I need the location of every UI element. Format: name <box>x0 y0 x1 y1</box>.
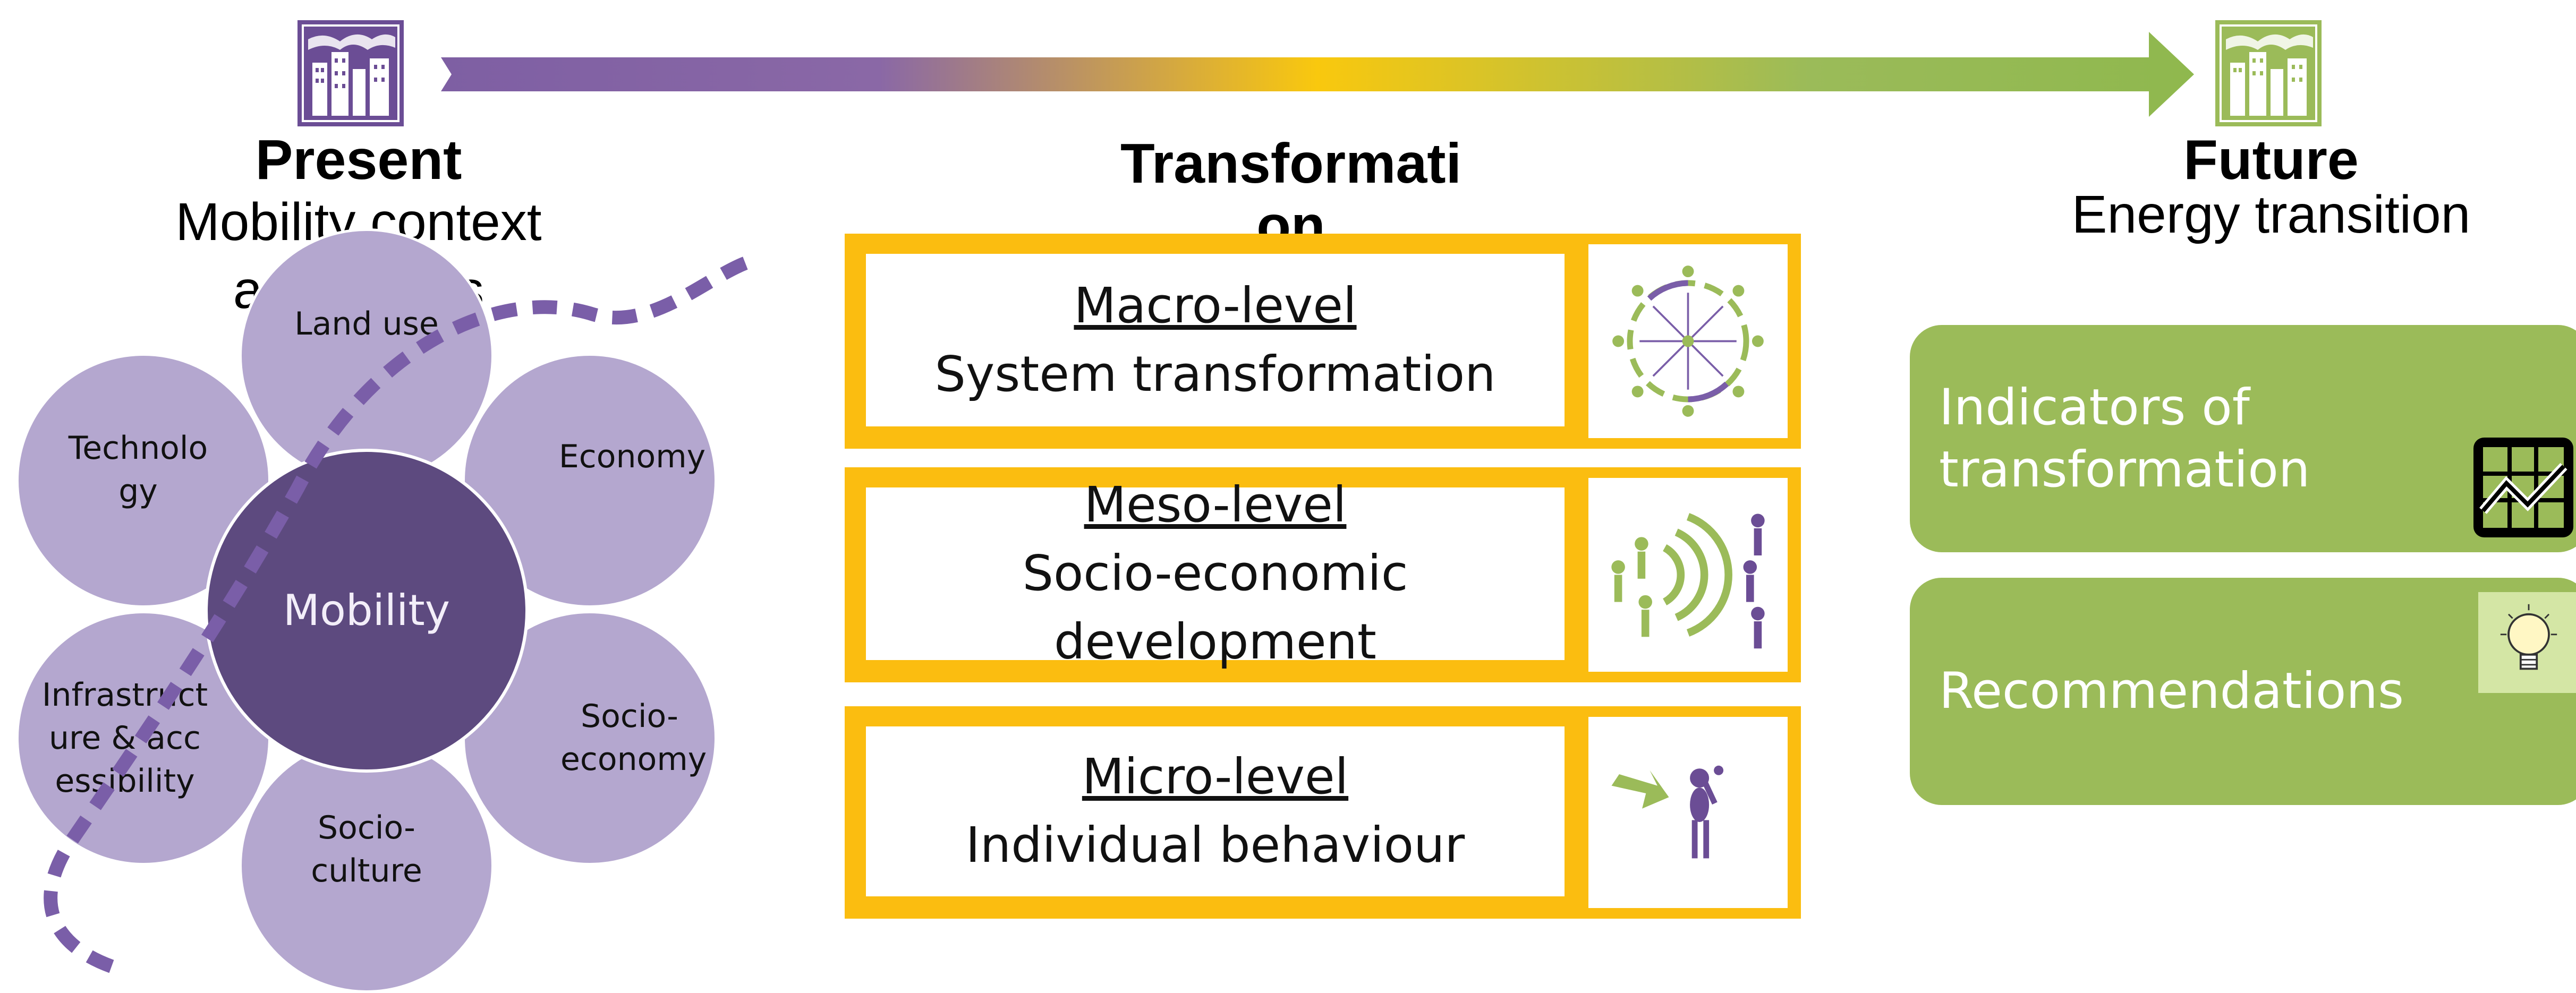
system-people-circle-icon <box>1612 266 1764 417</box>
recommendations-box: Recommendations <box>1910 578 2576 805</box>
socio-economy-label: Socio-economy <box>560 698 707 778</box>
micro-level-subtitle: Individual behaviour <box>965 817 1465 874</box>
macro-level-box: Macro-level System transformation <box>866 254 1565 426</box>
lightbulb-icon <box>2478 592 2576 693</box>
circle-socio-culture: Socio-culture <box>239 738 494 993</box>
micro-level-icon-panel <box>1588 717 1788 908</box>
future-heading-block: Future Energy transition <box>2019 132 2523 241</box>
individual-person-icon <box>1611 765 1724 859</box>
present-heading: Present <box>255 129 462 191</box>
economy-label: Economy <box>558 438 706 475</box>
dashed-wave-line <box>44 253 756 973</box>
future-subheading: Energy transition <box>2071 185 2471 244</box>
micro-level-box: Micro-level Individual behaviour <box>866 726 1565 896</box>
meso-level-icon-panel <box>1588 478 1788 672</box>
meso-level-subtitle: Socio-economic development <box>1022 545 1408 670</box>
transformation-heading-block: Transformation <box>1084 133 1498 263</box>
micro-level-title: Micro-level <box>1082 748 1349 806</box>
land-use-label: Land use <box>294 305 439 343</box>
meso-level-box: Meso-level Socio-economic development <box>866 476 1565 670</box>
indicators-chart-icon <box>2473 438 2573 537</box>
mobility-label: Mobility <box>283 586 450 635</box>
technology-label: Technology <box>68 430 208 510</box>
meso-level-title: Meso-level <box>1084 476 1347 534</box>
future-city-icon <box>2215 20 2322 126</box>
indicators-box: Indicators of transformation <box>1910 325 2576 552</box>
socio-culture-label: Socio-culture <box>311 809 422 889</box>
recommendations-label: Recommendations <box>1939 662 2404 721</box>
future-heading: Future <box>2183 129 2359 191</box>
circle-mobility-center: Mobility <box>205 449 529 773</box>
timeline-arrow <box>441 32 2194 117</box>
people-communication-icon <box>1611 513 1765 649</box>
infrastructure-label: Infrastructure & accessibility <box>41 676 208 800</box>
transformation-heading: Transformation <box>1120 133 1462 257</box>
macro-level-subtitle: System transformation <box>934 345 1496 403</box>
indicators-label: Indicators of transformation <box>1939 378 2310 499</box>
macro-level-icon-panel <box>1588 244 1788 438</box>
macro-level-title: Macro-level <box>1074 277 1357 334</box>
present-city-icon <box>297 20 404 126</box>
